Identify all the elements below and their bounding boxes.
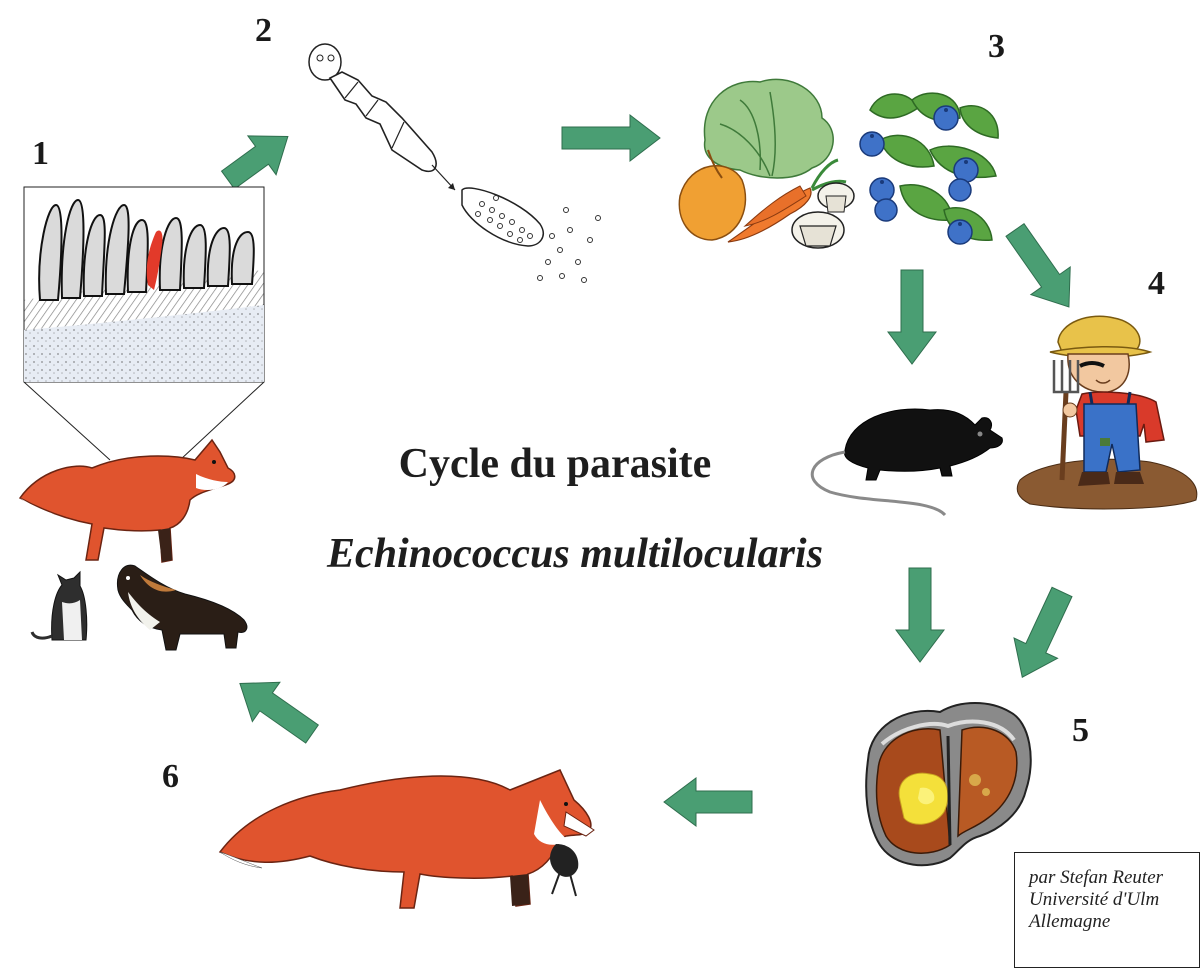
arrow-2-to-3 xyxy=(562,115,660,161)
step-number-1: 1 xyxy=(32,135,49,173)
step-number-5: 5 xyxy=(1072,712,1089,750)
diagram-subtitle: Echinococcus multilocularis xyxy=(255,530,895,578)
farmer-illustration xyxy=(1017,316,1197,509)
arrow-3-to-4 xyxy=(995,216,1088,321)
step-number-2: 2 xyxy=(255,12,272,50)
vegetables-illustration xyxy=(679,79,854,248)
arrow-3-to-mouse xyxy=(888,270,936,364)
step-number-6: 6 xyxy=(162,758,179,796)
credit-box: par Stefan Reuter Université d'Ulm Allem… xyxy=(1014,852,1200,968)
arrow-4-to-5 xyxy=(1001,582,1084,687)
step-number-3: 3 xyxy=(988,28,1005,66)
fox-illustration xyxy=(20,440,235,562)
intestine-villi-illustration xyxy=(24,187,264,460)
arrow-mouse-to-5 xyxy=(896,568,944,662)
adult-tapeworm-illustration xyxy=(309,44,601,283)
diagram-title: Cycle du parasite xyxy=(345,440,765,488)
dog-illustration xyxy=(117,565,246,650)
credit-author: par Stefan Reuter xyxy=(1029,867,1199,889)
mouse-illustration xyxy=(812,409,1002,515)
step-number-4: 4 xyxy=(1148,265,1165,303)
fox-eating-mouse-illustration xyxy=(220,770,594,908)
berries-illustration xyxy=(860,93,998,244)
arrow-5-to-6 xyxy=(664,778,752,826)
credit-university: Université d'Ulm xyxy=(1029,889,1199,911)
liver-illustration xyxy=(866,703,1031,865)
arrow-6-to-1 xyxy=(226,664,326,754)
credit-country: Allemagne xyxy=(1029,911,1199,933)
cat-illustration xyxy=(32,572,87,640)
